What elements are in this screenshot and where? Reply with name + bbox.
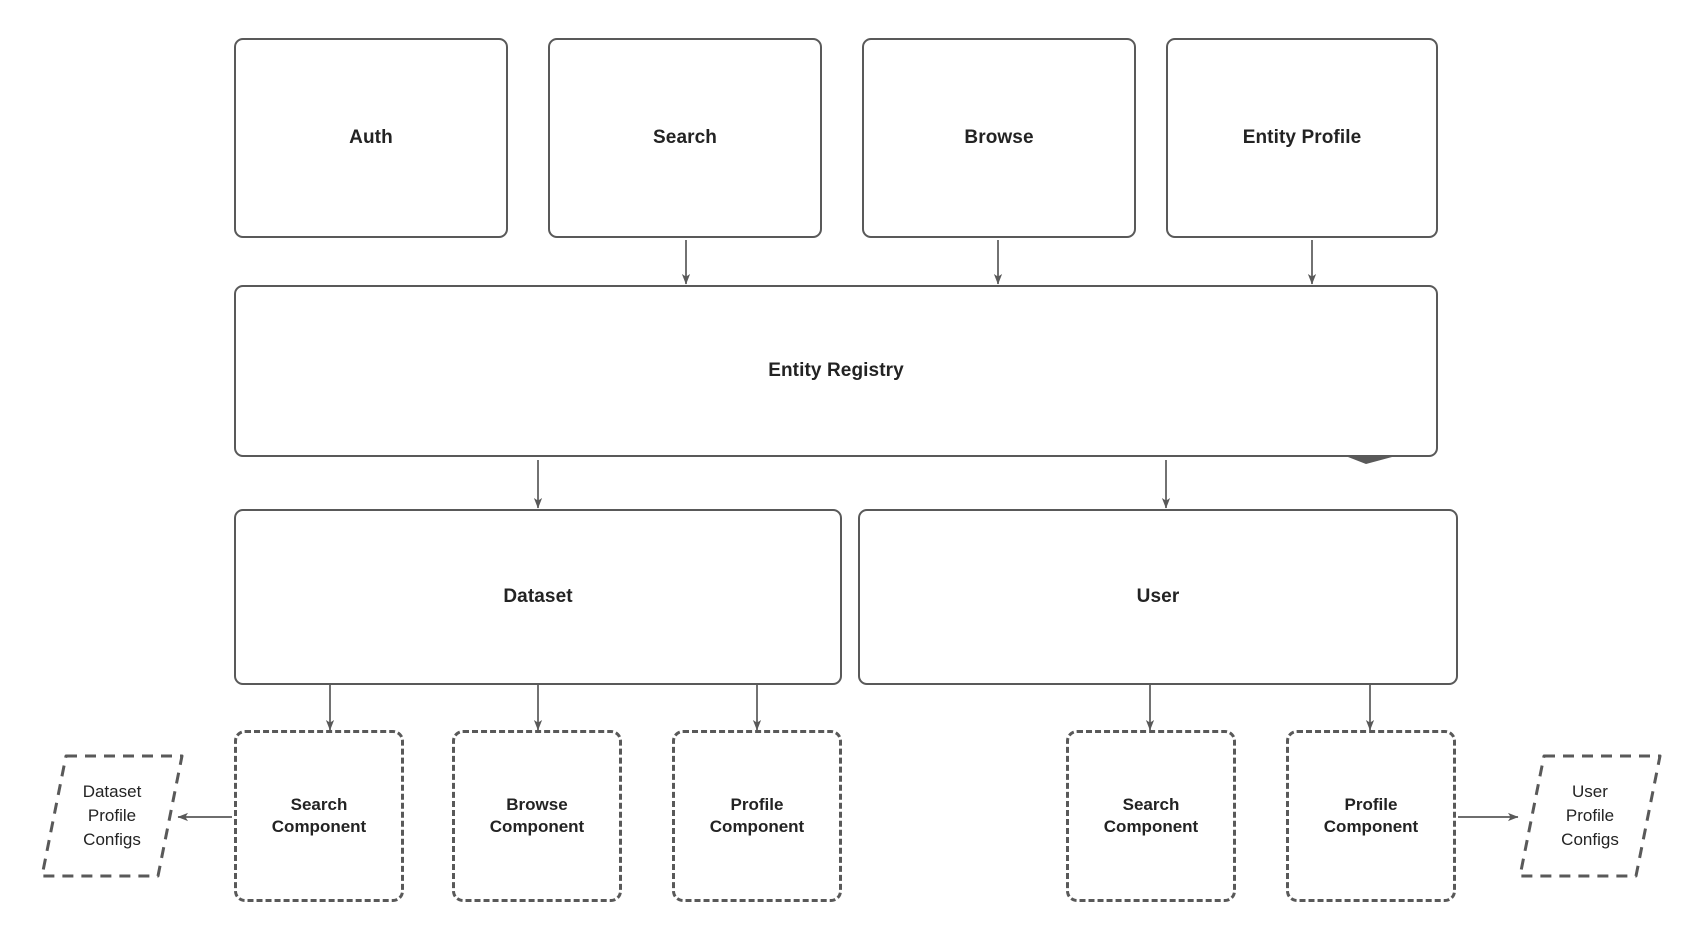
node-dataset-profile-configs[interactable]: Dataset Profile Configs: [38, 752, 186, 880]
node-user-search-component-label: Search Component: [1103, 794, 1199, 836]
node-user[interactable]: User: [858, 509, 1458, 685]
node-browse-label: Browse: [964, 127, 1034, 148]
node-auth-label: Auth: [349, 127, 393, 148]
node-dataset-search-component-label: Search Component: [271, 794, 367, 836]
node-entity-profile-label: Entity Profile: [1242, 127, 1362, 148]
node-dataset[interactable]: Dataset: [234, 509, 842, 685]
node-user-profile-component-label: Profile Component: [1323, 794, 1419, 836]
node-dataset-browse-component[interactable]: Browse Component: [452, 730, 622, 902]
node-dataset-search-component[interactable]: Search Component: [234, 730, 404, 902]
node-auth[interactable]: Auth: [234, 38, 508, 238]
node-search[interactable]: Search: [548, 38, 822, 238]
node-browse[interactable]: Browse: [862, 38, 1136, 238]
node-dataset-browse-component-label: Browse Component: [489, 794, 585, 836]
node-user-profile-component[interactable]: Profile Component: [1286, 730, 1456, 902]
node-dataset-label: Dataset: [503, 586, 573, 607]
node-entity-registry-label: Entity Registry: [768, 360, 904, 381]
node-user-search-component[interactable]: Search Component: [1066, 730, 1236, 902]
node-dataset-profile-component[interactable]: Profile Component: [672, 730, 842, 902]
node-dataset-profile-configs-label: Dataset Profile Configs: [82, 782, 142, 849]
node-entity-registry[interactable]: Entity Registry: [234, 285, 1438, 457]
node-search-label: Search: [653, 127, 717, 148]
node-dataset-profile-component-label: Profile Component: [709, 794, 805, 836]
dataset-profile-configs-shape: [40, 754, 184, 878]
node-user-profile-configs-label: User Profile Configs: [1561, 782, 1619, 849]
node-entity-profile[interactable]: Entity Profile: [1166, 38, 1438, 238]
user-profile-configs-shape: [1518, 754, 1662, 878]
node-user-profile-configs[interactable]: User Profile Configs: [1516, 752, 1664, 880]
node-user-label: User: [1136, 586, 1180, 607]
